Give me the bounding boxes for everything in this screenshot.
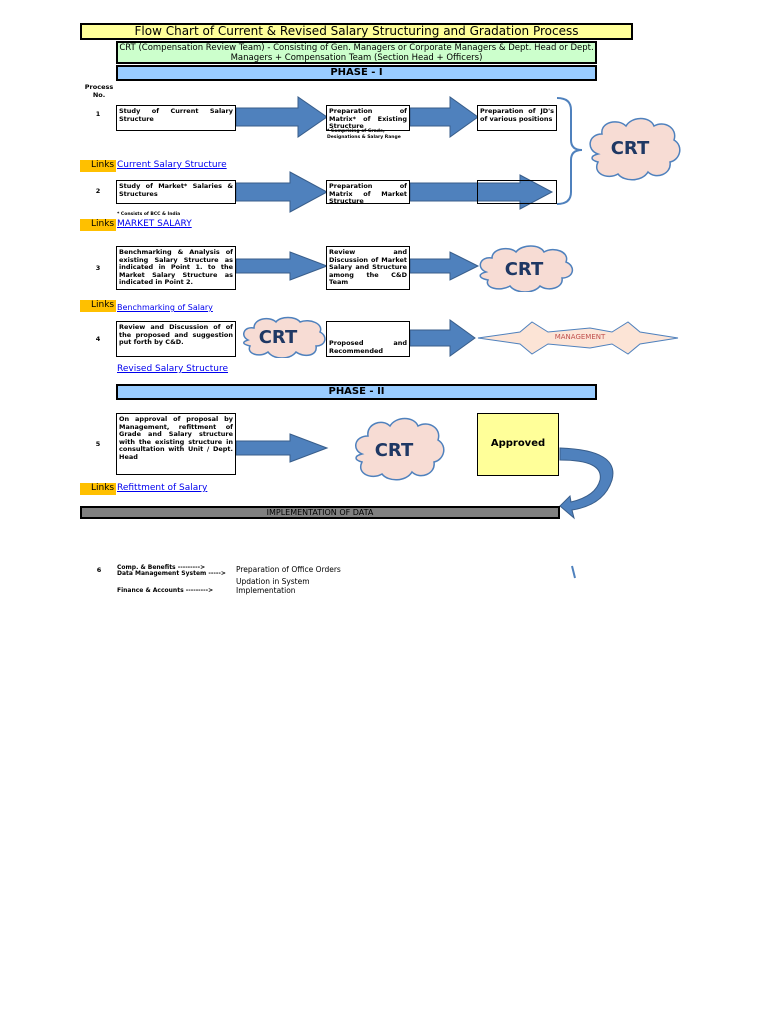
step-1-note: * Comprising of Grade, Designations & Sa… — [327, 129, 401, 140]
arrow-5 — [235, 433, 329, 463]
step-2-box-1: Study of Market* Salaries & Structures — [116, 180, 236, 204]
links-label-1: Links — [80, 160, 116, 172]
step-2-box-2: Preparation of Matrix of Market Structur… — [326, 180, 410, 205]
arrow-2b — [409, 174, 554, 210]
crt-text-3: CRT — [259, 327, 298, 348]
link-refittment-of-salary[interactable]: Refittment of Salary — [117, 483, 208, 493]
curved-arrow — [559, 447, 614, 520]
bracket — [556, 97, 583, 205]
step-1-number: 1 — [95, 110, 101, 118]
step-1-box-3: Preparation of JD's of various positions — [477, 105, 557, 131]
step-2-box-3 — [477, 180, 557, 204]
management-star — [477, 321, 679, 355]
links-label-2: Links — [80, 219, 116, 231]
crt-text-1: CRT — [611, 138, 650, 159]
crt-cloud-3: CRT — [238, 316, 328, 358]
step-5-number: 5 — [95, 440, 101, 448]
step-4-box-2: Proposed and Recommended — [326, 321, 410, 357]
links-label-3: Links — [80, 300, 116, 312]
links-label-5: Links — [80, 483, 116, 495]
crt-cloud-4: CRT — [350, 416, 446, 482]
step-4-box-1: Review and Discussion of of the proposed… — [116, 321, 236, 357]
step-5-box-1: On approval of proposal by Management, r… — [116, 413, 236, 475]
small-tick — [571, 565, 576, 579]
crt-cloud-1: CRT — [584, 114, 684, 184]
implementation-header: IMPLEMENTATION OF DATA — [80, 506, 560, 519]
step-2-note: * Consists of BCC & India — [117, 212, 181, 217]
step-3-box-1: Benchmarking & Analysis of existing Sala… — [116, 246, 236, 290]
arrow-3b — [409, 251, 480, 281]
crt-text-2: CRT — [505, 259, 544, 280]
page-title: Flow Chart of Current & Revised Salary S… — [80, 23, 633, 40]
link-market-salary[interactable]: MARKET SALARY — [117, 219, 192, 229]
phase-2-header: PHASE - II — [116, 384, 597, 400]
arrow-2a — [235, 171, 329, 213]
step-1-box-2: Preparation of Matrix* of Existing Struc… — [326, 105, 410, 131]
step-1-box-1: Study of Current Salary Structure — [116, 105, 236, 131]
step-6-action-2: Updation in System — [236, 577, 310, 586]
link-revised-salary-structure[interactable]: Revised Salary Structure — [117, 364, 229, 374]
link-current-salary-structure[interactable]: Current Salary Structure — [117, 160, 227, 170]
arrow-1b — [409, 96, 479, 138]
step-4-number: 4 — [95, 335, 101, 343]
step-6-dept-1: Comp. & Benefits ---------> — [117, 564, 206, 571]
step-6-dept-3: Finance & Accounts ---------> — [117, 587, 214, 594]
arrow-4 — [409, 319, 476, 357]
phase-1-header: PHASE - I — [116, 65, 597, 81]
approved-box: Approved — [477, 413, 559, 476]
step-3-box-2: Review and Discussion of Market Salary a… — [326, 246, 410, 290]
step-6-dept-2: Data Management System -----> — [117, 570, 226, 577]
crt-cloud-2: CRT — [474, 244, 578, 292]
step-2-number: 2 — [95, 187, 101, 195]
link-benchmarking-of-salary[interactable]: Benchmarking of Salary — [117, 303, 213, 312]
step-6-number: 6 — [96, 566, 102, 574]
arrow-1a — [235, 96, 328, 138]
arrow-3a — [235, 251, 329, 281]
crt-description: CRT (Compensation Review Team) - Consist… — [116, 41, 597, 64]
step-3-number: 3 — [95, 264, 101, 272]
step-6-action-1: Preparation of Office Orders — [236, 565, 341, 574]
management-label: MANAGEMENT — [554, 333, 606, 341]
step-6-action-3: Implementation — [236, 586, 296, 595]
process-no-label: Process No. — [84, 83, 114, 99]
crt-text-4: CRT — [375, 440, 414, 461]
